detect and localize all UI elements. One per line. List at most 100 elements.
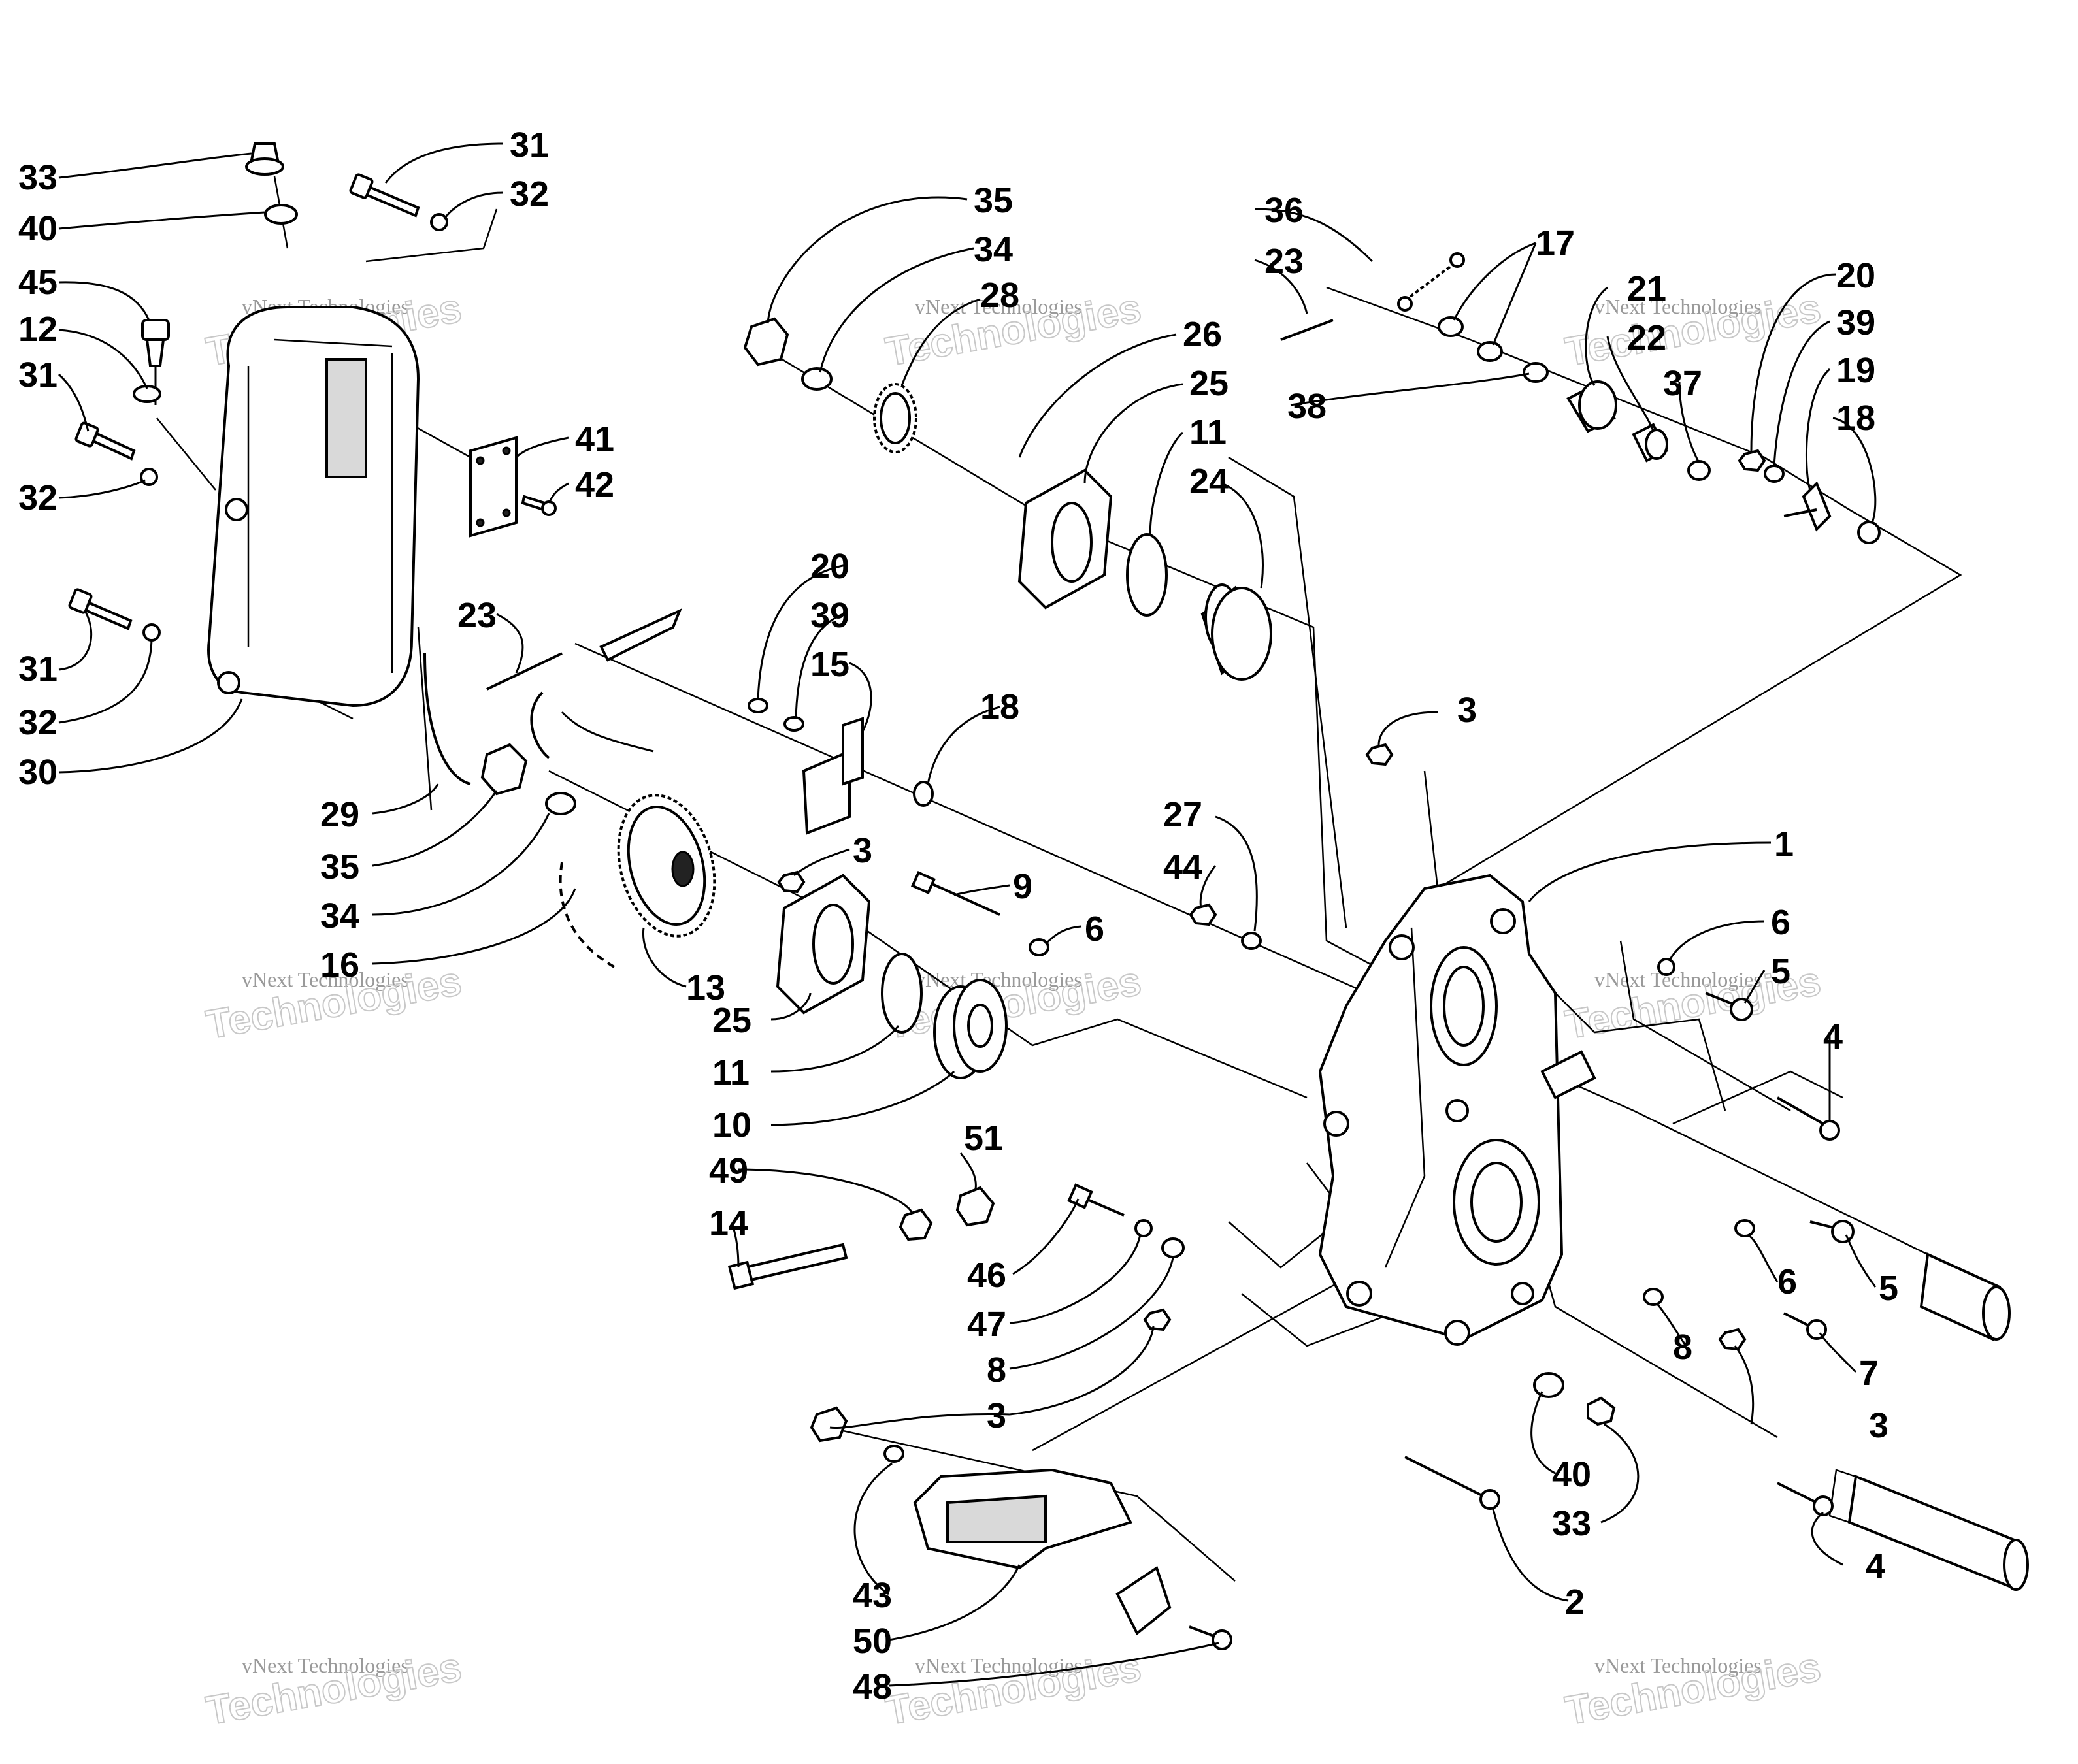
tensioner-spring [1397, 252, 1465, 312]
callout-37: 37 [1663, 364, 1702, 403]
nut-3-top [1365, 743, 1394, 766]
bolt-axis [1228, 1162, 1347, 1269]
callout-34-left: 34 [320, 896, 359, 936]
callout-5-right: 5 [1879, 1269, 1898, 1308]
callout-11-low: 11 [712, 1053, 750, 1092]
callout-40-bottom: 40 [1552, 1455, 1591, 1494]
tensioner-arm [1783, 481, 1832, 532]
washer-6-lower-right [1734, 1219, 1755, 1237]
callout-31-top: 31 [510, 125, 549, 165]
bracket-plate [1115, 1565, 1172, 1636]
bolt-7 [1783, 1312, 1827, 1340]
washer-17-b [1477, 341, 1503, 362]
callout-33-top: 33 [18, 158, 58, 197]
washer-6-center [1029, 938, 1049, 956]
chain-tensioner-strip [530, 691, 550, 759]
callout-7: 7 [1859, 1354, 1879, 1393]
callout-28: 28 [980, 276, 1019, 315]
upper-washer [801, 367, 833, 391]
cotter-pin-right [1280, 319, 1334, 341]
mount-bracket [913, 1468, 1132, 1570]
watermark-small-7: vNext Technologies [242, 1654, 409, 1677]
bearing-lower [933, 979, 1008, 1079]
callout-4-right-top: 4 [1823, 1017, 1843, 1056]
washer-8-right [1643, 1288, 1664, 1306]
callout-23-left: 23 [457, 596, 497, 635]
nut-20-right [1738, 449, 1766, 472]
callout-1: 1 [1774, 825, 1794, 864]
upper-shaft-axis [770, 351, 1425, 994]
callout-49: 49 [709, 1151, 748, 1190]
bolt-5-right [1809, 1220, 1855, 1243]
tensioner-rod [599, 608, 682, 662]
idler-roller [1566, 380, 1617, 433]
watermark-small-6: vNext Technologies [1594, 968, 1762, 991]
cap-33-bottom [1587, 1396, 1616, 1426]
bearing-retainer-upper [1017, 468, 1113, 610]
tensioner-bracket [802, 717, 864, 835]
callout-25-top: 25 [1189, 364, 1229, 403]
callout-10: 10 [712, 1105, 751, 1145]
watermark-small-2: vNext Technologies [915, 295, 1082, 318]
bolt-14 [727, 1243, 848, 1290]
watermark-small-4: vNext Technologies [242, 968, 409, 991]
callout-8-right: 8 [1673, 1328, 1692, 1367]
drive-chain [559, 862, 615, 968]
washer-38 [1523, 362, 1549, 383]
leader-lines [58, 142, 1877, 1687]
dipstick-o-ring [133, 385, 161, 403]
star-washers [140, 213, 448, 642]
callout-32-a: 32 [18, 478, 58, 517]
callout-48: 48 [853, 1667, 892, 1707]
nut-axis [1423, 770, 1439, 889]
callout-35-top: 35 [974, 181, 1013, 220]
callout-39-left: 39 [810, 596, 849, 635]
callout-22: 22 [1627, 318, 1666, 357]
bracket-axis [842, 1429, 1236, 1582]
callout-8-center: 8 [987, 1350, 1006, 1390]
bolt-9 [927, 881, 1000, 916]
washer-8-center [1161, 1237, 1185, 1258]
top-washer [264, 204, 298, 225]
callout-labels: 33 40 45 12 31 32 31 32 30 31 32 41 42 2… [18, 125, 1898, 1707]
right-bolt-axis [1619, 940, 1791, 1112]
callout-3-lower: 3 [987, 1396, 1006, 1435]
callout-18-right: 18 [1836, 399, 1875, 438]
cotter-pin-left [486, 652, 563, 691]
sight-window [469, 436, 518, 538]
nut-49 [899, 1208, 933, 1241]
bolt-5-upper [1705, 992, 1753, 1021]
nut-20-left [748, 698, 768, 713]
callout-34-top: 34 [974, 230, 1013, 269]
callout-18-left: 18 [980, 687, 1019, 727]
nut-3-right [1718, 1328, 1747, 1351]
callout-46: 46 [967, 1256, 1006, 1295]
callout-40-top: 40 [18, 209, 58, 248]
watermark-small-9: vNext Technologies [1594, 1654, 1762, 1677]
callout-3-right: 3 [1869, 1406, 1888, 1445]
bolt-4-lower [1777, 1482, 1834, 1516]
washer-37 [1687, 460, 1711, 481]
callout-20-left: 20 [810, 547, 849, 586]
washer-17-a [1438, 316, 1464, 337]
watermark-small-8: vNext Technologies [915, 1654, 1082, 1677]
callout-45: 45 [18, 263, 58, 302]
callout-39-right: 39 [1836, 303, 1875, 342]
callout-29: 29 [320, 795, 359, 834]
callout-24: 24 [1189, 462, 1229, 501]
washer-6-upper-right [1657, 958, 1675, 976]
callout-11-top: 11 [1189, 413, 1227, 452]
callout-36: 36 [1264, 191, 1304, 230]
callout-47: 47 [967, 1305, 1006, 1344]
callout-6-right-top: 6 [1771, 903, 1790, 942]
spacer-18-left [913, 781, 934, 807]
bearing-axis [1228, 456, 1347, 928]
callout-31-b: 31 [18, 649, 58, 689]
callout-4-right-bottom: 4 [1866, 1546, 1885, 1586]
callout-9: 9 [1013, 867, 1032, 906]
callout-15: 15 [810, 645, 849, 684]
output-shaft-lower [1828, 1469, 2029, 1591]
cover-window-frame [325, 358, 367, 478]
callout-38: 38 [1287, 387, 1327, 426]
